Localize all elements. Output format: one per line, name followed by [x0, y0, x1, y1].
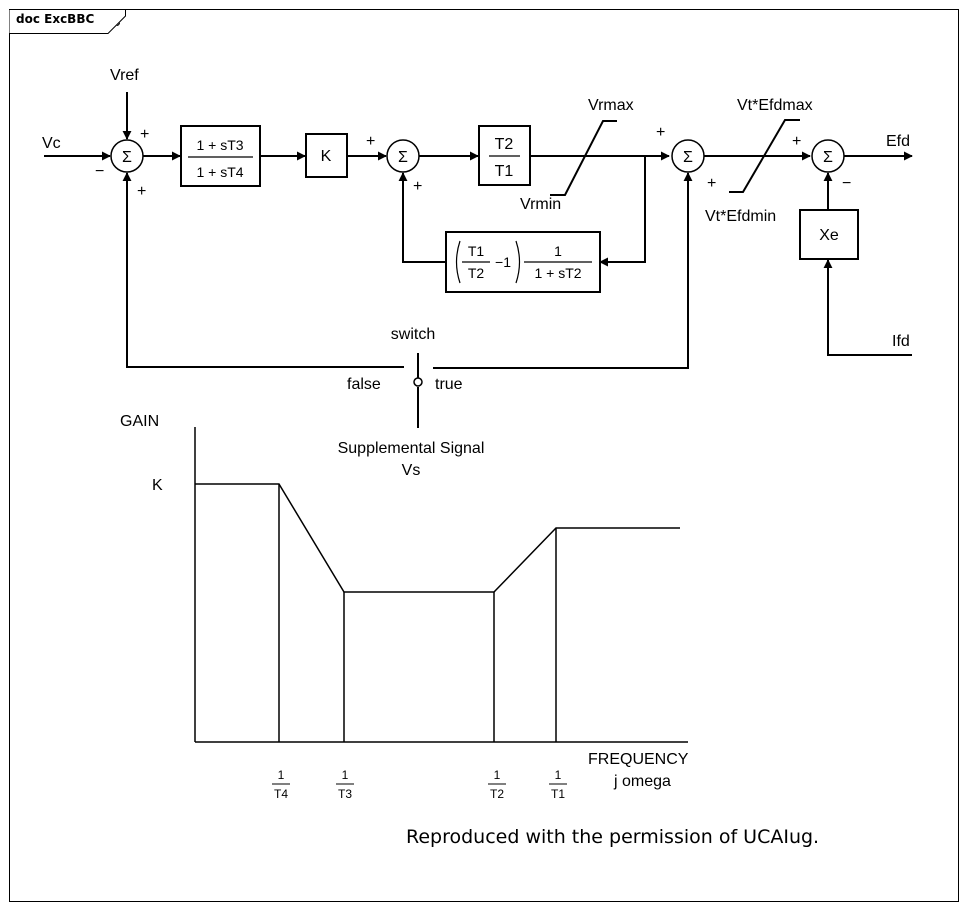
gain-k-label: K — [321, 148, 332, 165]
feedback-paren-num: T1 — [468, 243, 485, 259]
x-tick-t2-num: 1 — [494, 768, 501, 782]
x-tick-t1-den: T1 — [551, 787, 565, 801]
sum1-plus-top: + — [140, 126, 149, 143]
t2-t1-denominator: T1 — [495, 163, 514, 180]
vc-label: Vc — [42, 135, 61, 152]
lead-lag-block: 1 + sT3 1 + sT4 — [180, 125, 261, 187]
x-tick-1-over-t1: 1 T1 — [549, 768, 567, 801]
feedback-paren-den: T2 — [468, 265, 485, 281]
sum4-plus-left: + — [792, 133, 801, 150]
feedback-block: T1 T2 −1 1 1 + sT2 — [445, 231, 601, 293]
summing-junction-2: Σ — [386, 139, 420, 173]
gain-k-block: K — [305, 133, 348, 178]
switch-label: switch — [391, 326, 435, 343]
x-tick-1-over-t2: 1 T2 — [488, 768, 506, 801]
permission-footer: Reproduced with the permission of UCAIug… — [406, 826, 820, 848]
diagram-tab-outline — [9, 9, 126, 34]
feedback-numerator: 1 — [554, 243, 562, 259]
diagram-title: doc ExcBBC — [16, 12, 95, 26]
sum1-minus-sign: − — [95, 163, 104, 180]
x-tick-t3-den: T3 — [338, 787, 352, 801]
efd-limiter — [729, 119, 800, 193]
gain-axis-label: GAIN — [120, 413, 159, 430]
lead-lag-numerator: 1 + sT3 — [196, 137, 243, 153]
feedback-denominator: 1 + sT2 — [534, 265, 581, 281]
sum3-plus-bottom: + — [707, 175, 716, 192]
sum2-symbol: Σ — [398, 149, 408, 166]
x-tick-t4-den: T4 — [274, 787, 288, 801]
ifd-label: Ifd — [892, 333, 910, 350]
xe-block: Xe — [799, 209, 859, 260]
gain-curve — [195, 483, 680, 593]
x-tick-t4-num: 1 — [278, 768, 285, 782]
summing-junction-3: Σ — [671, 139, 705, 173]
feedback-minus-one: −1 — [495, 254, 511, 270]
switch-false-path — [122, 172, 404, 368]
diagram-frame — [9, 9, 959, 902]
supplemental-signal-label: Supplemental Signal — [338, 440, 485, 457]
vr-limiter — [550, 120, 617, 196]
t2-t1-numerator: T2 — [495, 136, 514, 153]
gain-plot: GAIN K FREQUENCY j omega 1 T4 1 T3 1 T2 … — [120, 413, 689, 801]
vrmin-label: Vrmin — [520, 196, 561, 213]
sum3-symbol: Σ — [683, 149, 693, 166]
switch-false-label: false — [347, 376, 381, 393]
xe-label: Xe — [819, 227, 839, 244]
efdmax-label: Vt*Efdmax — [737, 97, 813, 114]
sum1-symbol: Σ — [122, 149, 132, 166]
sum4-minus-sign: − — [842, 175, 851, 192]
vs-label: Vs — [402, 462, 421, 479]
x-tick-t1-num: 1 — [555, 768, 562, 782]
j-omega-axis-label: j omega — [613, 773, 671, 790]
sum1-plus-bottom: + — [137, 183, 146, 200]
summing-junction-1: Σ — [110, 139, 144, 173]
switch-true-path — [433, 172, 693, 369]
gain-k-tick-label: K — [152, 477, 163, 494]
x-tick-1-over-t3: 1 T3 — [336, 768, 354, 801]
x-tick-1-over-t4: 1 T4 — [272, 768, 290, 801]
sum2-plus-left: + — [366, 133, 375, 150]
vrmax-label: Vrmax — [588, 97, 634, 114]
switch-pivot — [413, 377, 423, 387]
sum3-plus-left: + — [656, 124, 665, 141]
switch-true-label: true — [435, 376, 463, 393]
t2-over-t1-block: T2 T1 — [478, 125, 531, 186]
vref-label: Vref — [110, 67, 139, 84]
sum4-symbol: Σ — [823, 149, 833, 166]
lead-lag-denominator: 1 + sT4 — [196, 164, 243, 180]
summing-junction-4: Σ — [811, 139, 845, 173]
efd-output-label: Efd — [886, 133, 910, 150]
efdmin-label: Vt*Efdmin — [705, 208, 776, 225]
x-tick-t3-num: 1 — [342, 768, 349, 782]
sum2-plus-bottom: + — [413, 178, 422, 195]
frequency-axis-label: FREQUENCY — [588, 751, 689, 768]
x-tick-t2-den: T2 — [490, 787, 504, 801]
